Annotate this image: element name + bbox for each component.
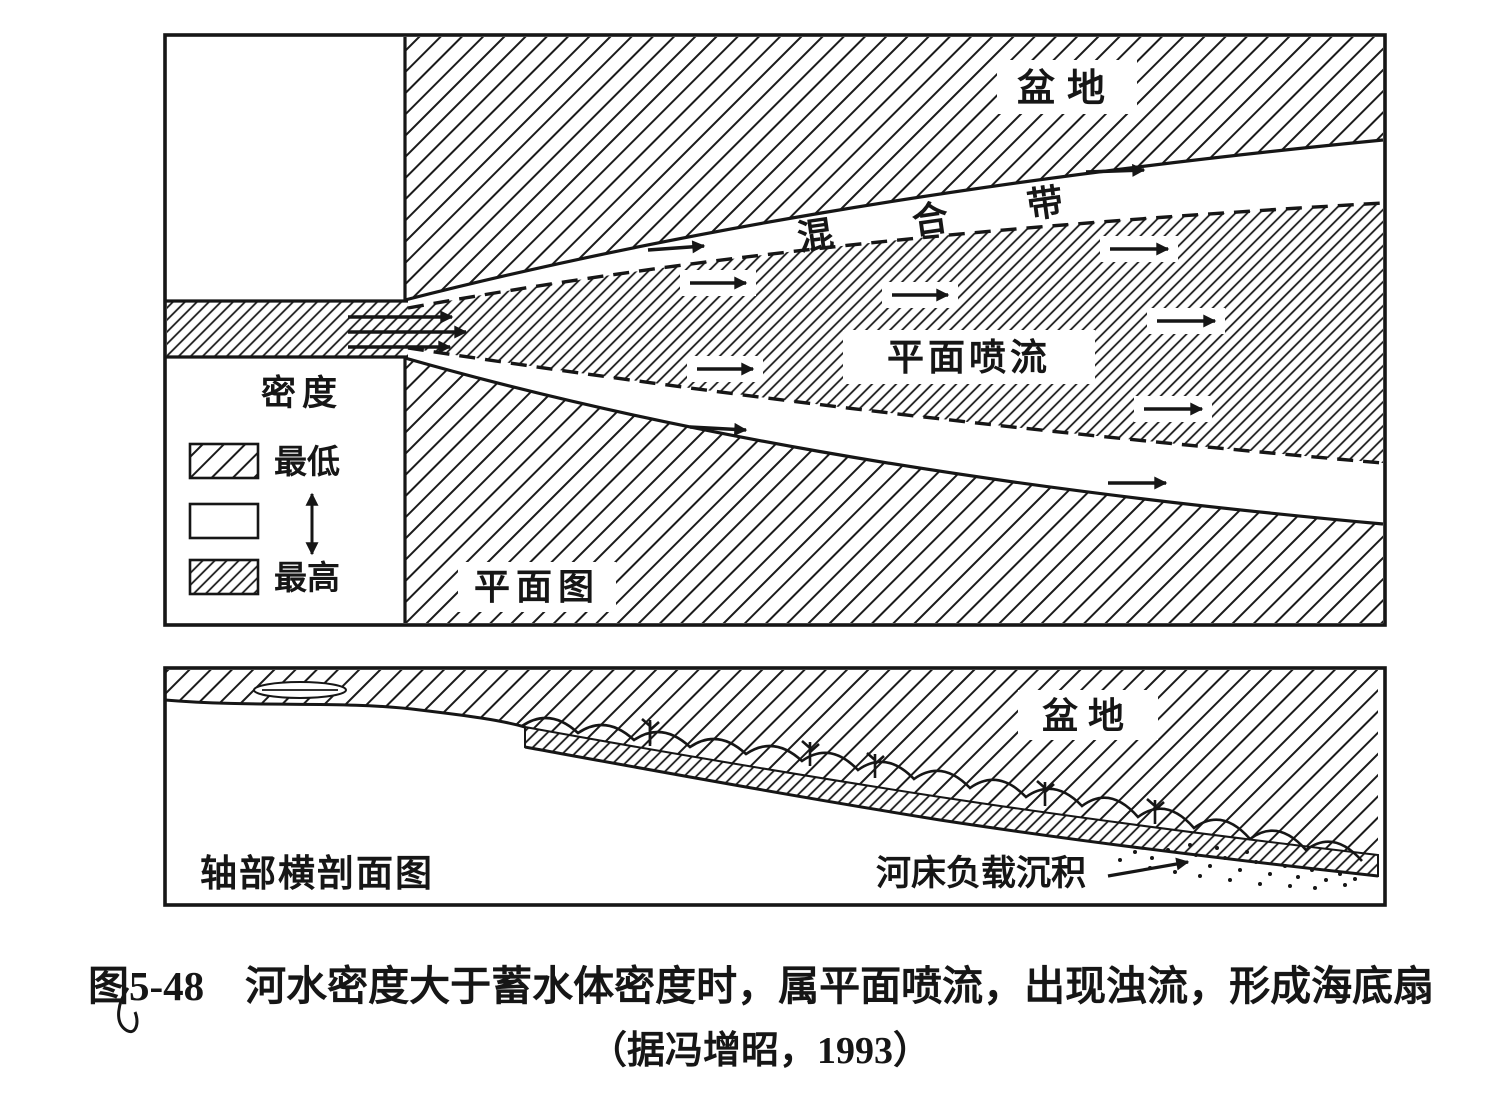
flame-mark <box>1036 780 1055 806</box>
basin-label-backing <box>997 60 1137 114</box>
legend-swatch-highest <box>188 558 260 596</box>
bedload-label: 河床负载沉积 <box>876 854 1086 893</box>
handwritten-mark <box>117 987 139 1033</box>
legend-swatch-lowest <box>188 442 260 480</box>
billow-scallops <box>521 716 1363 862</box>
plan-view-panel: 盆地 混合带 平面喷流 平面图 密度 最低 最高 <box>163 33 1387 627</box>
plane-jet-label: 平面喷流 <box>887 337 1051 379</box>
figure-caption: 图5-48 河水密度大于蓄水体密度时，属平面喷流，出现浊流，形成海底扇 （据冯增… <box>88 963 1434 1072</box>
section-basin-label-backing <box>1018 690 1158 740</box>
plan-view-label: 平面图 <box>474 567 600 607</box>
flow-arrow <box>689 422 748 436</box>
section-panel-border <box>163 666 1387 907</box>
mixing-zone-lower-boundary <box>404 356 1384 526</box>
density-legend: 密度 最低 最高 <box>188 373 343 597</box>
section-basin-label: 盆地 <box>1042 696 1134 736</box>
jet-core-upper-dashed-boundary <box>407 201 1384 310</box>
section-water-surface-line <box>164 698 526 729</box>
plan-label-backing <box>458 562 616 612</box>
jet-label-backing <box>843 330 1095 384</box>
bedload-label-backing <box>868 850 1100 896</box>
flow-arrows <box>348 163 1217 490</box>
flow-arrow <box>1085 163 1146 177</box>
bedload-pointer-arrow <box>1107 857 1190 878</box>
basin-hatch-upper <box>405 37 1383 300</box>
legend-highest-label: 最高 <box>274 560 340 597</box>
flame-structures <box>641 0 1165 824</box>
sea-floor-line <box>524 745 1379 878</box>
caption-line-2: （据冯增昭，1993） <box>589 1030 931 1072</box>
legend-lowest-label: 最低 <box>274 444 340 481</box>
caption-line-1: 图5-48 河水密度大于蓄水体密度时，属平面喷流，出现浊流，形成海底扇 <box>88 963 1434 1009</box>
flame-mark <box>866 752 885 778</box>
section-view-label: 轴部横剖面图 <box>200 853 434 895</box>
river-channel <box>165 299 408 359</box>
basin-label: 盆地 <box>1017 68 1117 110</box>
flame-mark <box>1146 798 1165 824</box>
cross-section-panel: 盆地 轴部横剖面图 河床负载沉积 <box>163 0 1387 907</box>
flame-mark <box>801 740 820 766</box>
mixing-zone-upper-boundary <box>404 138 1384 302</box>
flame-mark <box>641 718 660 744</box>
flow-arrow <box>647 240 706 254</box>
legend-title: 密度 <box>261 373 343 413</box>
mouth-bar-feature <box>253 681 347 699</box>
jet-core-lower-dashed-boundary <box>407 346 1384 465</box>
legend-swatch-middle <box>188 502 260 540</box>
plan-panel-border <box>163 33 1387 627</box>
basin-hatch-lower <box>405 358 1383 623</box>
